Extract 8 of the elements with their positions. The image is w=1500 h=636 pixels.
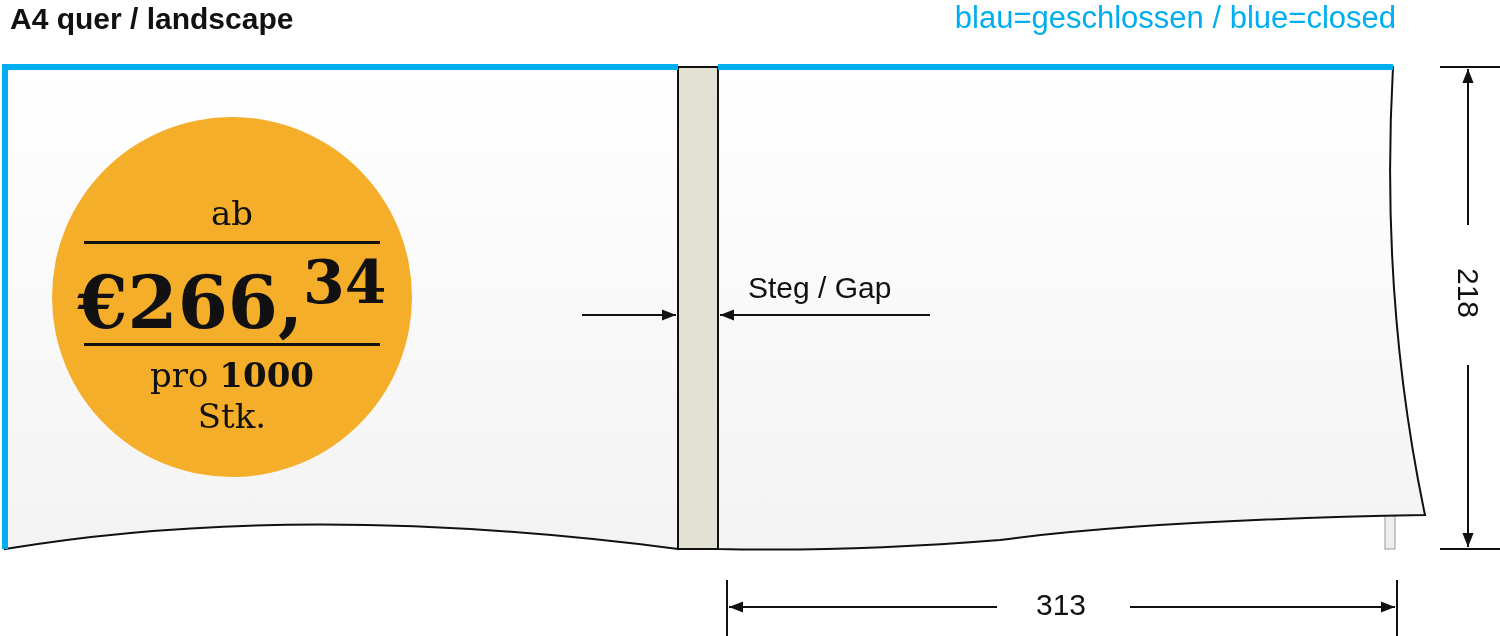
dimension-value: 313 <box>1036 588 1087 622</box>
legend-note: blau=geschlossen / blue=closed <box>954 0 1396 36</box>
page-title: A4 quer / landscape <box>10 2 294 36</box>
dimension-value: 218 <box>1451 268 1485 319</box>
dimension-label: Steg / Gap <box>748 271 892 305</box>
badge-text: pro 1000 Stk. <box>149 355 315 437</box>
price-text: €266,$^{34}$ <box>76 249 388 343</box>
badge-text: ab <box>209 193 254 233</box>
